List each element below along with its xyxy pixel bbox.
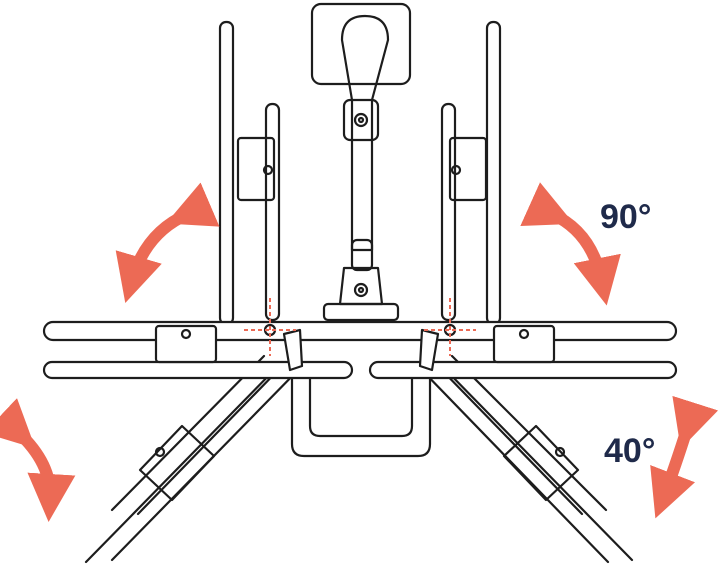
left-clamp [282,328,304,372]
right-tilted-screw-icon [554,446,566,458]
arm-joint-knob-icon [353,112,369,128]
pivot-markers [244,298,476,356]
right-rotation-arrow-icon [520,182,621,306]
right-tilt-arrow-icon [650,395,719,519]
vertical-arm [340,14,390,252]
lower-arm-link [350,238,374,272]
right-portrait-monitor-front [440,102,457,322]
upper-crossbar [42,320,678,342]
left-plate-screw-icon [262,164,274,176]
left-portrait-monitor-front [264,102,281,322]
right-clamp [418,328,440,372]
u-support-bracket-inner [308,374,414,438]
left-mount-plate [236,136,276,202]
tilt-head-screw-icon [357,286,365,294]
left-connector-screw-icon [180,328,192,340]
left-tilted-monitor-edge [84,360,284,564]
left-tilted-screw-icon [154,446,166,458]
tilt-head [338,266,384,306]
rotation-angle-label: 90° [600,198,651,236]
left-rotation-arrow-icon [115,182,220,304]
u-support-bracket [290,374,432,458]
tilt-angle-label: 40° [604,432,655,470]
right-portrait-monitor-rear [485,20,502,326]
lower-left-crossbar [42,360,354,380]
right-tilted-monitor-edge [432,360,584,516]
right-connector-plate [492,324,556,364]
left-tilted-monitor-edge [136,360,288,516]
arm-joint-screw-icon [357,116,365,124]
right-mount-plate [448,136,488,202]
right-plate-screw-icon [450,164,462,176]
left-connector-plate [154,324,218,364]
wall-mount-plate [310,2,412,86]
head-bracket [322,302,400,322]
lower-right-crossbar [368,360,678,380]
right-tilted-monitor-edge [438,362,634,562]
right-connector-screw-icon [518,328,530,340]
left-tilt-arrow-icon [0,398,76,522]
right-tilted-mount-plate [502,424,580,502]
arm-joint [342,98,380,142]
left-tilted-mount-plate [138,424,216,502]
tilt-head-knob-icon [353,282,369,298]
left-portrait-monitor-rear [218,20,235,326]
